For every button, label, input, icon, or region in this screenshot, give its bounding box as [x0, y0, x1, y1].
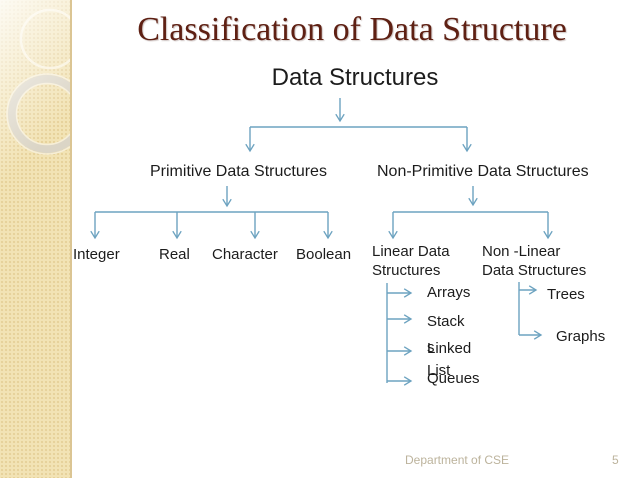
node-integer: Integer	[73, 246, 120, 263]
node-non-primitive-data-structures: Non-Primitive Data Structures	[377, 163, 589, 180]
decorative-ring	[6, 73, 70, 155]
decorative-sidebar	[0, 0, 72, 478]
node-primitive-data-structures: Primitive Data Structures	[150, 163, 327, 180]
decorative-circle-outline	[19, 8, 70, 70]
footer-department: Department of CSE	[405, 453, 510, 467]
node-arrays: Arrays	[427, 284, 471, 301]
node-real: Real	[159, 246, 190, 263]
node-linked-list: Linked List	[427, 340, 472, 379]
slide-title: Classification of Data Structure	[137, 11, 567, 48]
node-queues: Queues	[427, 370, 480, 387]
node-stacks: Stack s	[427, 313, 465, 356]
node-non-linear-data-structures: Non -Linear Data Structures	[482, 243, 587, 279]
node-trees: Trees	[547, 286, 585, 303]
node-boolean: Boolean	[296, 246, 352, 263]
slide-page-number: 5	[612, 453, 619, 467]
node-character: Character	[212, 246, 278, 263]
node-linear-data-structures: Linear Data Structures	[372, 243, 450, 279]
sidebar-circles-decoration	[6, 8, 70, 155]
node-graphs: Graphs	[556, 328, 606, 345]
node-data-structures: Data Structures	[271, 64, 439, 91]
